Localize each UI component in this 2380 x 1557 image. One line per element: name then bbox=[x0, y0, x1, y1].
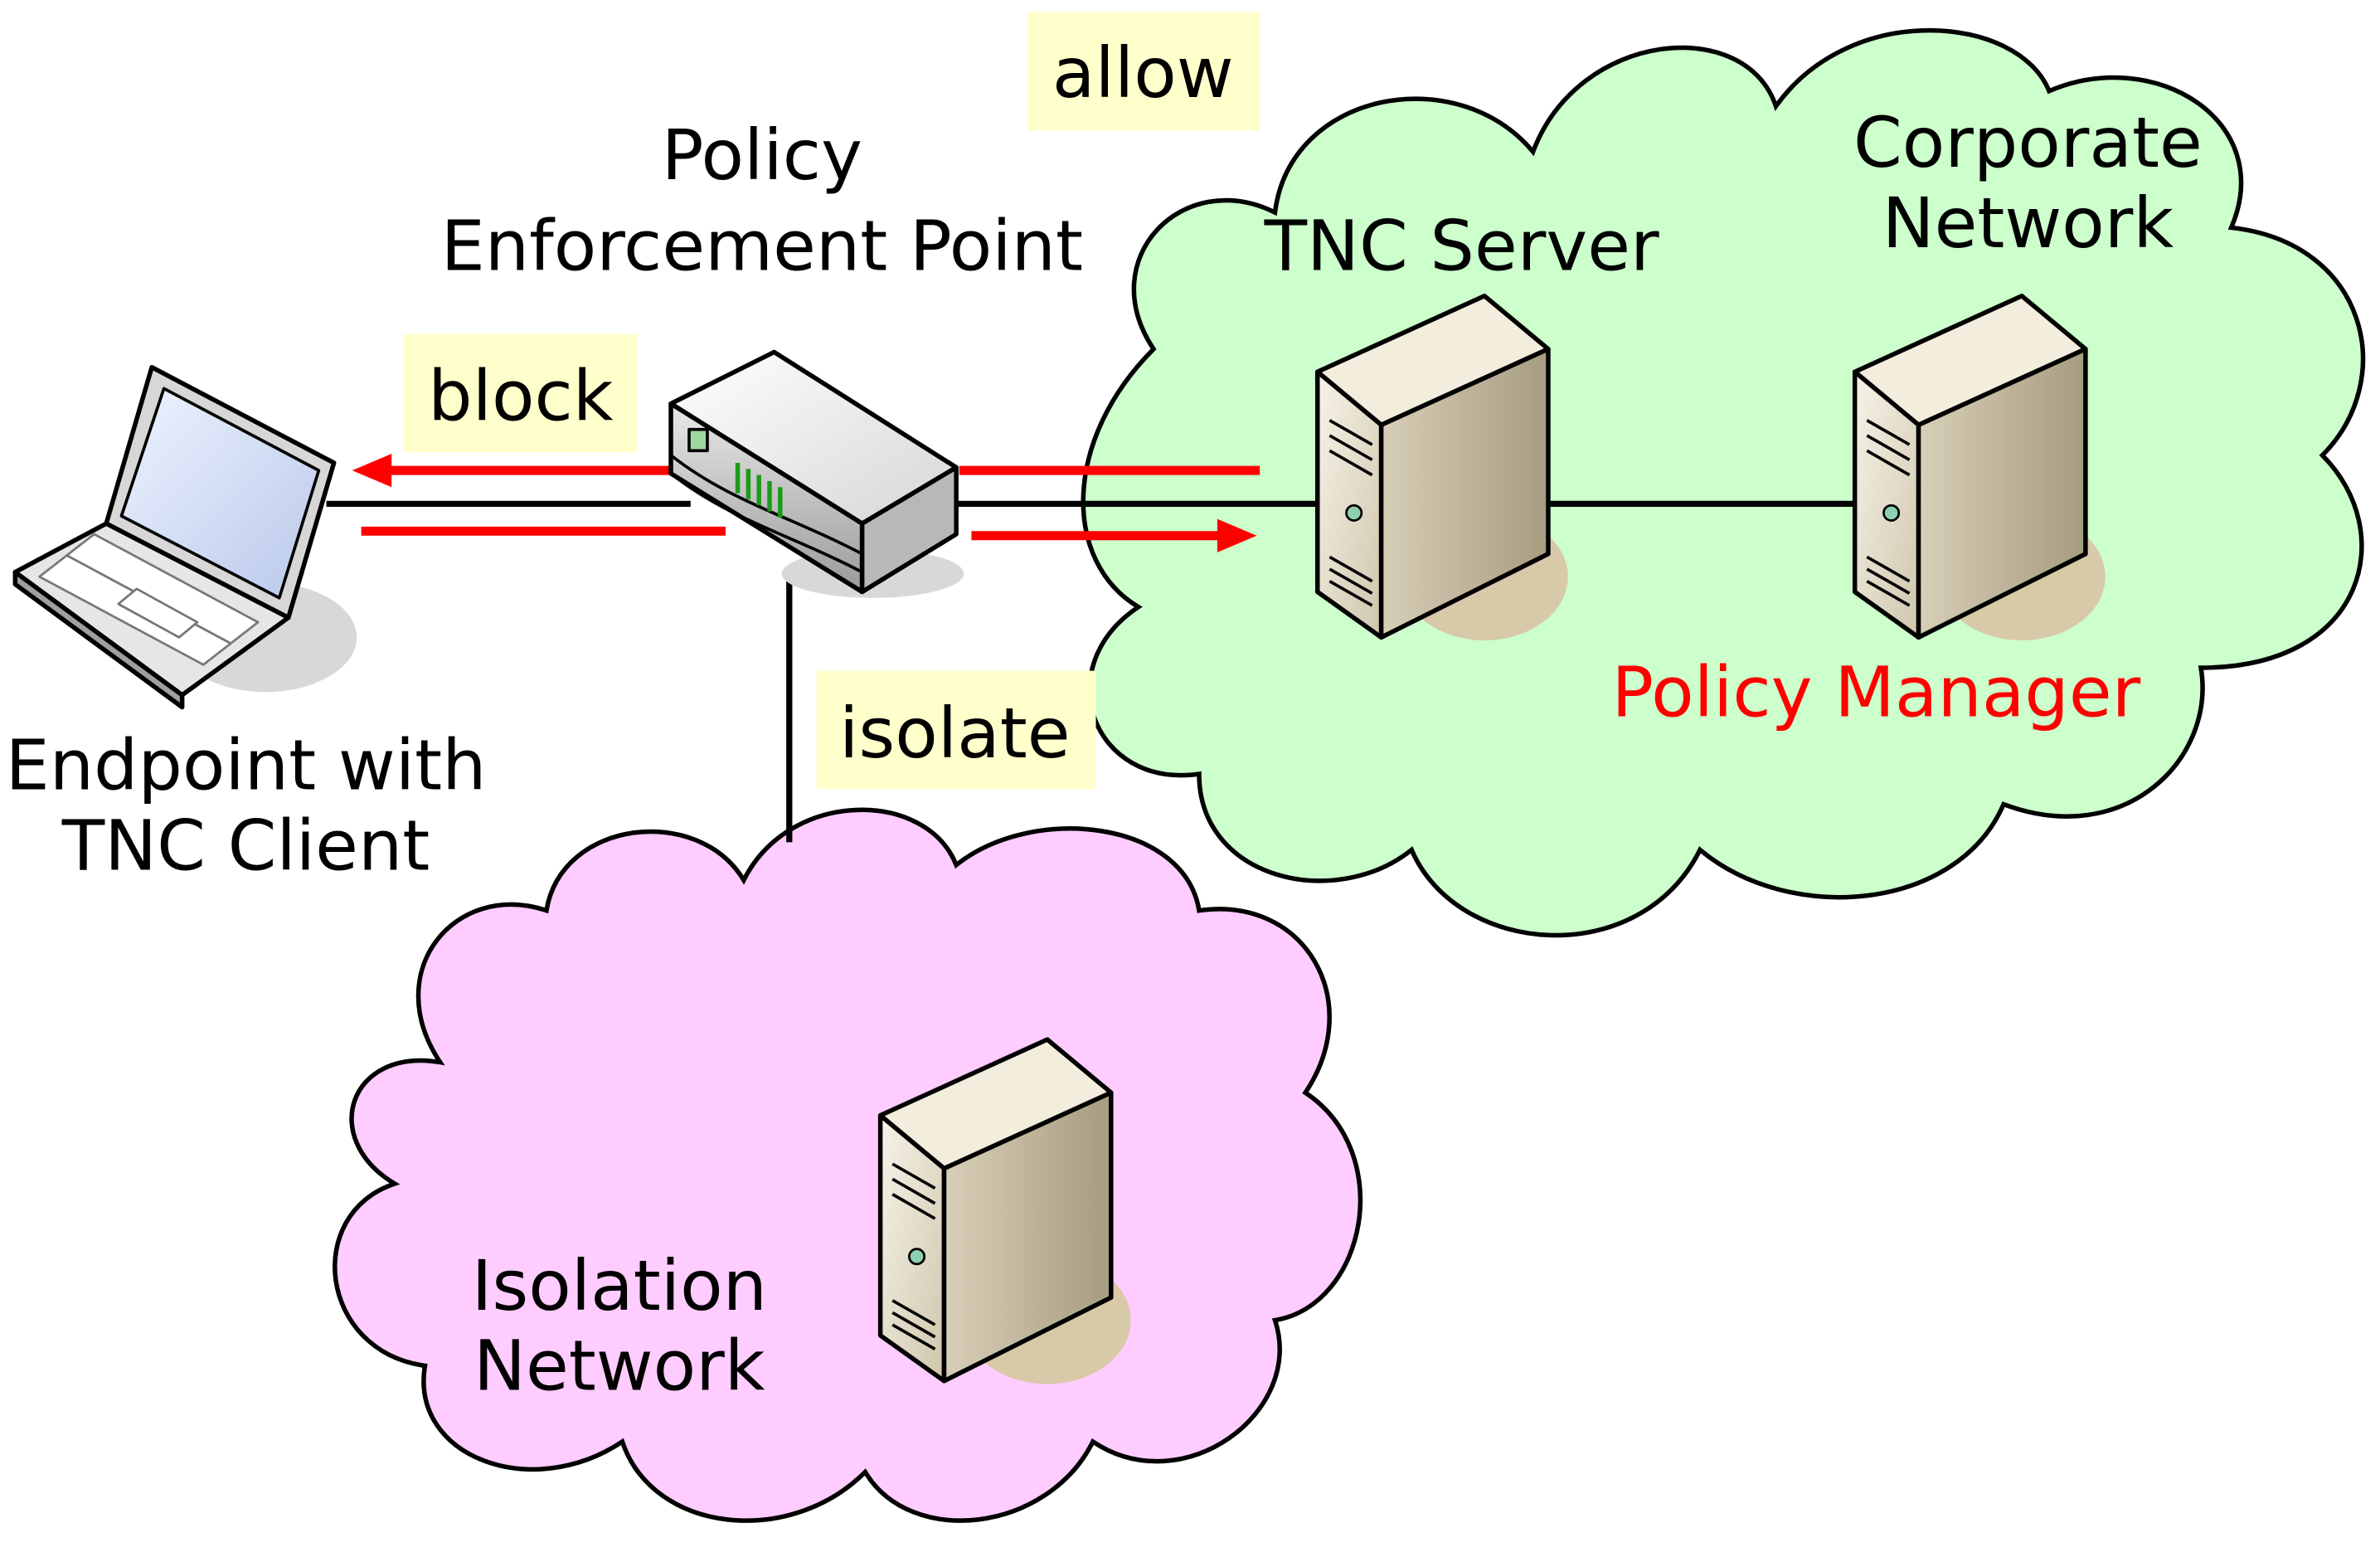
pep-title-line1: Policy bbox=[662, 114, 862, 196]
allow-arrowhead bbox=[1217, 518, 1257, 552]
isolation-server-icon bbox=[877, 1037, 1131, 1384]
laptop-icon bbox=[12, 364, 357, 710]
allow-label: allow bbox=[1052, 32, 1234, 114]
tnc-server-label: TNC Server bbox=[1264, 206, 1659, 287]
tnc-server-icon bbox=[1315, 293, 1568, 641]
block-arrowhead bbox=[352, 454, 392, 488]
pep-title-line2: Enforcement Point bbox=[441, 206, 1083, 287]
block-label-box bbox=[403, 333, 638, 453]
network-links bbox=[326, 500, 1860, 843]
block-label: block bbox=[428, 356, 614, 437]
isolate-label-box bbox=[816, 670, 1096, 790]
corporate-network-cloud bbox=[1081, 27, 2366, 938]
corporate-network-label-line2: Network bbox=[1882, 182, 2174, 264]
endpoint-label-line1: Endpoint with bbox=[6, 724, 487, 805]
isolation-network-label-line1: Isolation bbox=[472, 1245, 767, 1326]
allow-label-box bbox=[1027, 12, 1260, 131]
policy-manager-label: Policy Manager bbox=[1611, 652, 2140, 733]
corporate-network-label-line1: Corporate bbox=[1853, 102, 2203, 183]
isolate-label: isolate bbox=[839, 693, 1071, 774]
isolation-network-label-line2: Network bbox=[474, 1326, 765, 1407]
network-switch-icon bbox=[668, 349, 964, 598]
policy-manager-server-icon bbox=[1852, 293, 2106, 641]
isolation-network-cloud bbox=[333, 807, 1363, 1523]
flow-arrows bbox=[352, 454, 1260, 552]
endpoint-label-line2: TNC Client bbox=[61, 805, 430, 886]
